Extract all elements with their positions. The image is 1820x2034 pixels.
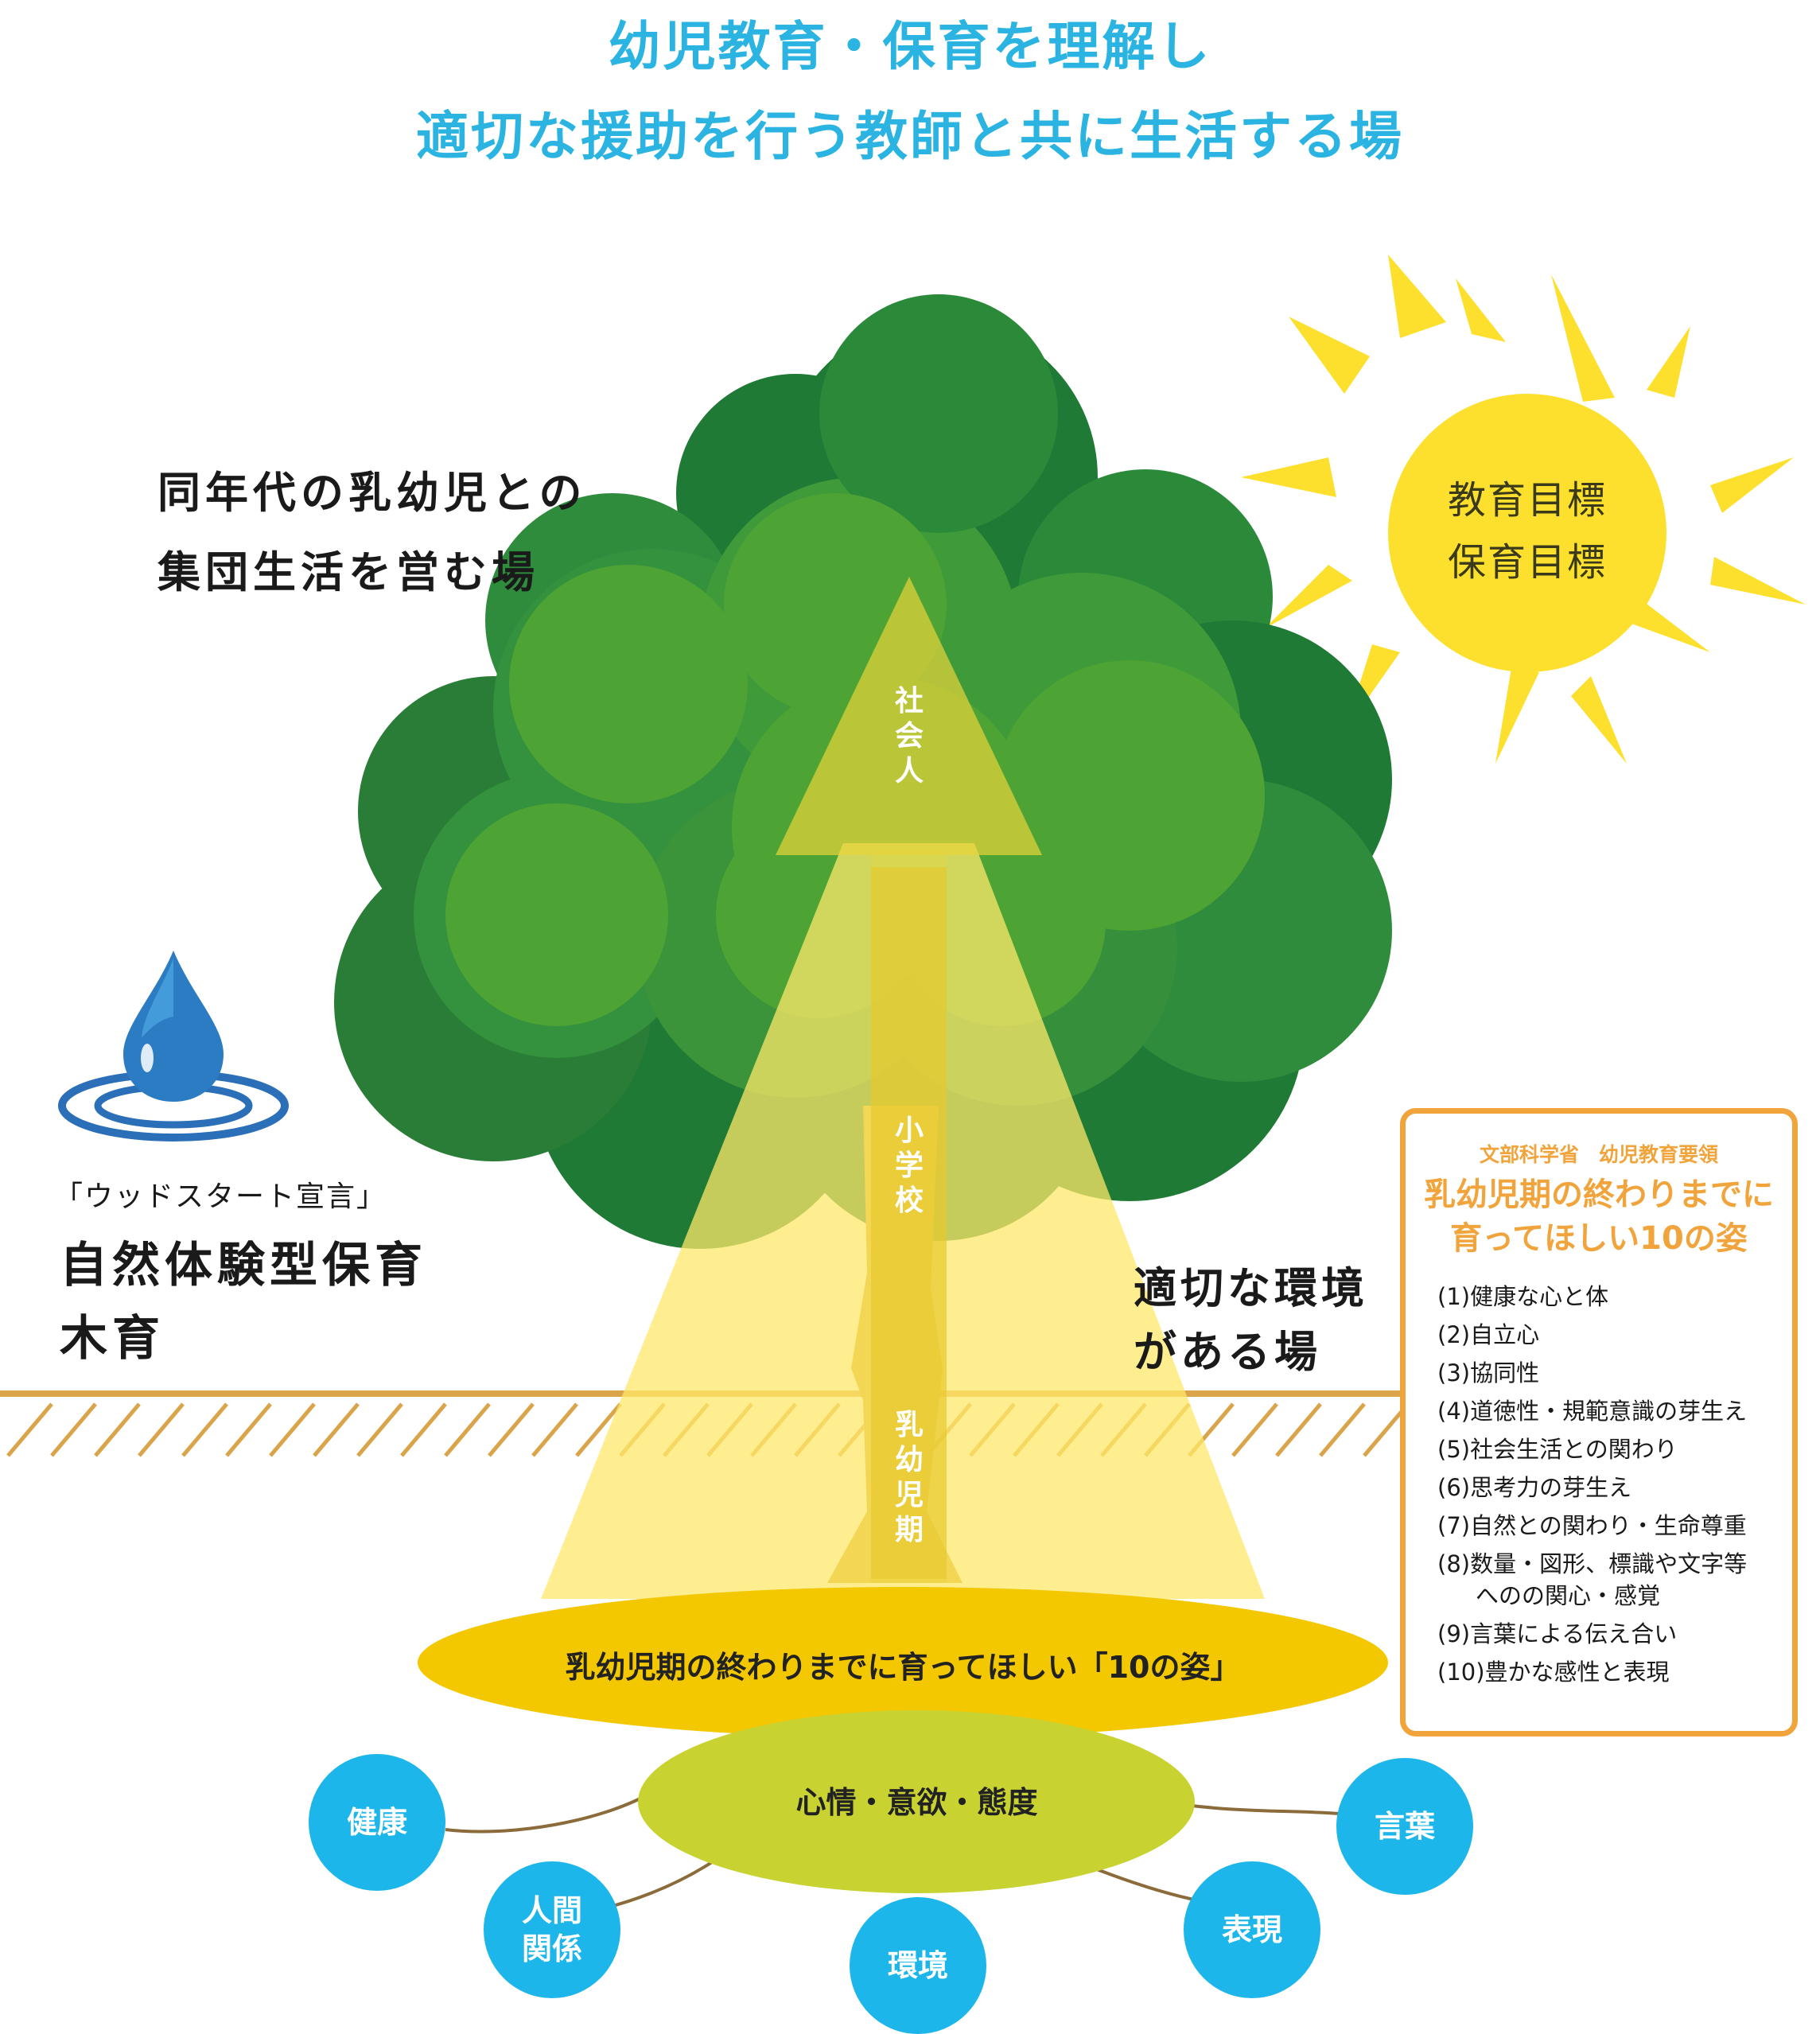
- nature-childcare: 自然体験型保育: [60, 1238, 427, 1293]
- domain-relations: 人間 関係: [484, 1861, 620, 1998]
- arrow-label-elementary-char: 校: [894, 1184, 924, 1217]
- panel-item: (4)道徳性・規範意識の芽生え: [1437, 1398, 1748, 1425]
- panel-item-continued: へのの関心・感覚: [1476, 1582, 1661, 1609]
- domain-relations-line-2: 関係: [521, 1931, 582, 1966]
- domain-language: 言葉: [1336, 1758, 1473, 1895]
- environment-caption: 適切な環境 がある場: [1134, 1257, 1368, 1384]
- panel-heading-line-2: 育ってほしい10の姿: [1450, 1220, 1748, 1257]
- group-life-line-1: 同年代の乳幼児との: [158, 468, 587, 518]
- panel-item: (10)豊かな感性と表現: [1437, 1659, 1670, 1686]
- arrow-label-infancy-char: 乳: [894, 1409, 924, 1441]
- mokuiku: 木育: [60, 1311, 165, 1367]
- water-drop-icon: [58, 951, 289, 1141]
- arrow-label-infancy-char: 児: [894, 1479, 924, 1511]
- ten-figures-panel: 文部科学省 幼児教育要領 乳幼児期の終わりまでに 育ってほしい10の姿 (1)健…: [1400, 1108, 1798, 1736]
- attitude-label: 心情・意欲・態度: [795, 1785, 1038, 1820]
- sun-line-1: 教育目標: [1447, 478, 1607, 523]
- panel-heading: 乳幼児期の終わりまでに 育ってほしい10の姿: [1406, 1173, 1792, 1261]
- panel-item: (7)自然との関わり・生命尊重: [1437, 1512, 1747, 1539]
- arrow-label-infancy-char: 幼: [894, 1444, 924, 1476]
- panel-item: (3)協同性: [1437, 1359, 1540, 1386]
- panel-heading-line-1: 乳幼児期の終わりまでに: [1424, 1176, 1774, 1213]
- title-line-1: 幼児教育・保育を理解し: [608, 16, 1212, 77]
- growth-arrow: [541, 577, 1265, 1599]
- group-life-caption: 同年代の乳幼児との 集団生活を営む場: [158, 453, 586, 613]
- sun-icon: [1241, 255, 1806, 764]
- panel-item: (8)数量・図形、標識や文字等: [1437, 1550, 1748, 1577]
- ten-figures-label: 乳幼児期の終わりまでに育ってほしい「10の姿」: [565, 1650, 1241, 1685]
- domain-relations-line-1: 人間: [521, 1893, 582, 1928]
- environment-line-1: 適切な環境: [1134, 1263, 1368, 1313]
- panel-subtitle: 文部科学省 幼児教育要領: [1479, 1143, 1718, 1166]
- sun-label: 教育目標 保育目標: [1392, 469, 1662, 593]
- attitude-ellipse: [638, 1710, 1195, 1893]
- arrow-label-elementary-char: 学: [894, 1149, 924, 1182]
- title-line-2: 適切な援助を行う教師と共に生活する場: [416, 106, 1404, 167]
- domain-expression: 表現: [1184, 1861, 1320, 1998]
- arrow-label-infancy-char: 期: [894, 1514, 924, 1546]
- group-life-line-2: 集団生活を営む場: [158, 547, 539, 597]
- arrow-label-elementary: 小学校: [885, 1114, 933, 1219]
- woodstart-caption: 自然体験型保育 木育: [60, 1229, 427, 1375]
- arrow-label-adult: 社会人: [885, 684, 933, 789]
- panel-list: (1)健康な心と体 (2)自立心 (3)協同性 (4)道徳性・規範意識の芽生え …: [1437, 1281, 1787, 1694]
- domain-environment: 環境: [850, 1897, 986, 2034]
- panel-item: (1)健康な心と体: [1437, 1283, 1609, 1310]
- sun-line-2: 保育目標: [1447, 540, 1607, 585]
- panel-item: (2)自立心: [1437, 1321, 1540, 1348]
- environment-line-2: がある場: [1134, 1327, 1321, 1377]
- panel-item: (6)思考力の芽生え: [1437, 1474, 1632, 1501]
- arrow-label-elementary-char: 小: [894, 1114, 924, 1147]
- panel-item: (9)言葉による伝え合い: [1437, 1620, 1678, 1647]
- domain-health: 健康: [309, 1754, 445, 1891]
- arrow-label-adult-char: 会: [894, 720, 924, 753]
- arrow-label-adult-char: 社: [894, 685, 924, 718]
- arrow-label-infancy: 乳幼児期: [885, 1408, 933, 1548]
- ten-figures-ellipse: [418, 1587, 1388, 1738]
- panel-item: (5)社会生活との関わり: [1437, 1436, 1678, 1463]
- arrow-label-adult-char: 人: [894, 755, 924, 788]
- woodstart-declaration: 「ウッドスタート宣言」: [54, 1180, 387, 1213]
